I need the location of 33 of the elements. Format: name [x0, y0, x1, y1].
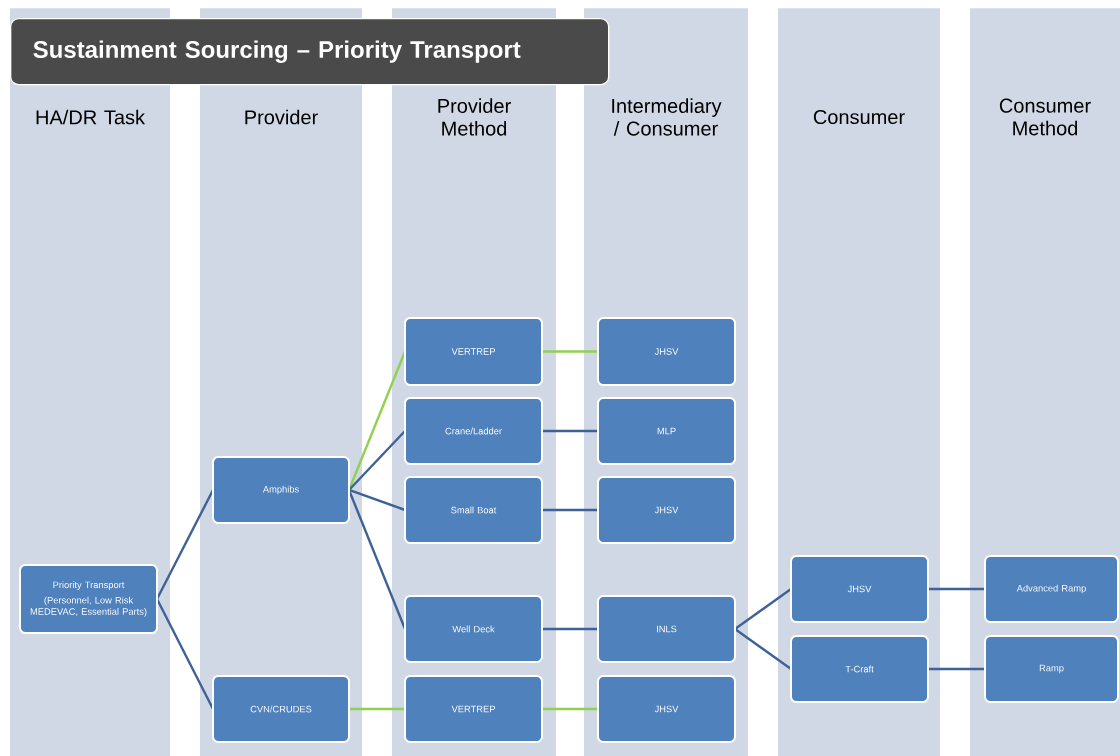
process-box: Priority Transport (Personnel, Low Risk MEDEVAC, Essential Parts): [19, 564, 158, 634]
process-box: Crane/Ladder: [404, 397, 543, 465]
connector-line: [155, 489, 215, 600]
connector-line: [542, 350, 598, 353]
connector-line: [349, 707, 405, 711]
connector-line: [734, 628, 792, 670]
connector-line: [347, 489, 407, 630]
process-box: JHSV: [597, 675, 736, 743]
connector-line: [348, 430, 406, 491]
connector-line: [542, 508, 598, 512]
process-box: CVN/CRUDES: [212, 675, 350, 743]
connector-line: [542, 707, 598, 711]
process-box: MLP: [597, 397, 736, 465]
connector-line: [928, 667, 985, 671]
process-box: T-Craft: [790, 635, 929, 703]
connector-line: [348, 488, 406, 512]
connector-line: [734, 588, 792, 630]
connector-line: [542, 627, 598, 631]
process-box: INLS: [597, 595, 736, 663]
process-box: JHSV: [790, 555, 929, 623]
process-box: JHSV: [597, 476, 736, 544]
process-box: VERTREP: [404, 317, 543, 386]
process-box: Amphibs: [212, 456, 350, 524]
process-box: Well Deck: [404, 595, 543, 663]
process-box: VERTREP: [404, 675, 543, 743]
connector-line: [155, 598, 215, 710]
connector-line: [928, 587, 985, 591]
process-box: Advanced Ramp: [984, 555, 1119, 623]
process-box: Small Boat: [404, 476, 543, 544]
connector-line: [542, 429, 598, 433]
title-banner: Sustainment Sourcing – Priority Transport: [10, 18, 610, 86]
process-box: Ramp: [984, 635, 1119, 703]
process-box: JHSV: [597, 317, 736, 386]
